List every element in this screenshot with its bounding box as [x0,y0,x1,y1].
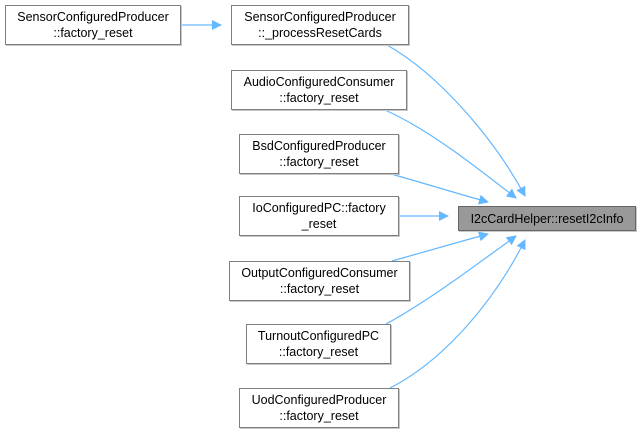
edge-f-to-target [391,231,489,262]
node-i2c-card-helper-reset-i2c-info: I2cCardHelper::resetI2cInfo [458,206,636,231]
node-label-line-2: ::factory_reset [279,91,359,105]
edge-d-to-target [390,173,489,205]
edge-g-to-target [385,235,517,325]
node-label-line-1: AudioConfiguredConsumer [243,75,395,89]
node-bsd-configured-producer-factory-reset[interactable]: BsdConfiguredProducer ::factory_reset [239,134,399,174]
node-turnout-configured-pc-factory-reset[interactable]: TurnoutConfiguredPC ::factory_reset [246,324,391,364]
node-label-line-2: ::factory_reset [279,155,359,169]
edge-c-to-target [384,109,517,199]
node-sensor-configured-producer-factory-reset[interactable]: SensorConfiguredProducer ::factory_reset [5,5,181,45]
node-label-line-2: ::factory_reset [278,345,359,359]
edge-b-to-target [386,44,526,197]
edge-h-to-target [389,239,526,389]
node-label-line-1: UodConfiguredProducer [251,393,387,407]
node-label-line-2: _reset [301,217,337,231]
node-label-line-1: OutputConfiguredConsumer [241,266,398,280]
node-label: I2cCardHelper::resetI2cInfo [470,211,624,226]
node-io-configured-pc-factory-reset[interactable]: IoConfiguredPC::factory _reset [239,196,399,236]
node-sensor-configured-producer-process-reset-cards[interactable]: SensorConfiguredProducer ::_processReset… [231,5,409,45]
node-label-line-2: ::factory_reset [279,409,359,423]
node-label-line-2: ::factory_reset [279,282,360,296]
node-output-configured-consumer-factory-reset[interactable]: OutputConfiguredConsumer ::factory_reset [229,261,410,301]
node-label-line-1: SensorConfiguredProducer [17,10,169,24]
node-audio-configured-consumer-factory-reset[interactable]: AudioConfiguredConsumer ::factory_reset [231,70,407,110]
node-label-line-1: SensorConfiguredProducer [244,10,396,24]
node-label-line-1: IoConfiguredPC::factory [252,201,386,215]
node-label-line-1: TurnoutConfiguredPC [257,329,380,343]
node-label-line-1: BsdConfiguredProducer [252,139,386,153]
node-label-line-2: ::factory_reset [53,26,133,40]
node-uod-configured-producer-factory-reset[interactable]: UodConfiguredProducer ::factory_reset [239,388,399,428]
node-label-line-2: ::_processResetCards [258,26,382,40]
